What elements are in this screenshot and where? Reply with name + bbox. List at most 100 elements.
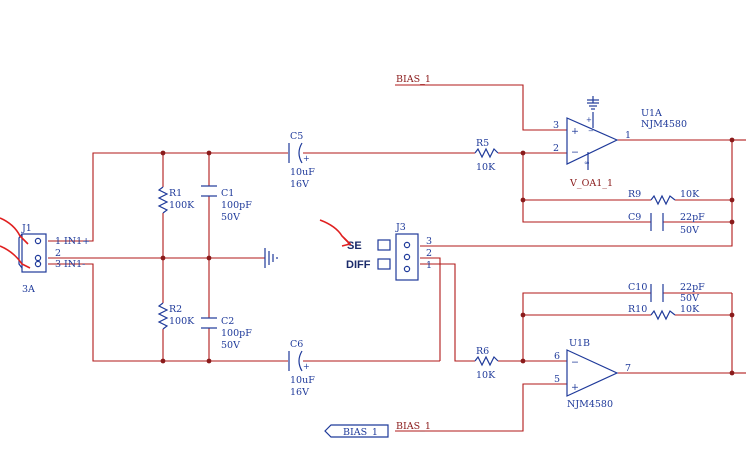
r10-ref-label: R10 xyxy=(628,304,647,315)
c2-value-label: 100pF xyxy=(221,328,252,339)
supply-minus-icon: − xyxy=(588,127,594,135)
capacitor-c2[interactable]: C2 100pF 50V xyxy=(201,316,252,351)
j3-pin2-number: 2 xyxy=(426,248,432,259)
junction-dot xyxy=(160,358,166,364)
c6-value-label: 10uF xyxy=(290,375,315,386)
c10-value-label: 22pF xyxy=(680,282,705,293)
infinity-icon: ∞ xyxy=(584,159,590,167)
resistor-r5[interactable]: R5 10K xyxy=(474,138,499,173)
plus-sign-icon: + xyxy=(571,382,579,393)
capacitor-c1[interactable]: C1 100pF 50V xyxy=(201,185,252,223)
connector-j3[interactable]: J3 3 2 1 SE DIFF xyxy=(346,222,432,281)
u1b-part-label: NJM4580 xyxy=(567,399,613,410)
u1a-part-label: NJM4580 xyxy=(641,119,687,130)
supply-plus-icon: + xyxy=(586,116,592,124)
port-bias-label: BIAS_1 xyxy=(343,427,378,438)
c5-value-label: 10uF xyxy=(290,167,315,178)
r10-value-label: 10K xyxy=(680,304,700,315)
net-label-bias-top: BIAS_1 xyxy=(396,74,431,85)
r5-ref-label: R5 xyxy=(476,138,489,149)
r1-value-label: 100K xyxy=(169,200,195,211)
pin-circle xyxy=(34,254,42,262)
j1-pin2-number: 2 xyxy=(55,248,61,259)
ground-icon xyxy=(264,248,278,268)
capacitor-c5[interactable]: C5 + 10uF 16V xyxy=(288,131,315,190)
j3-pin3-number: 3 xyxy=(426,236,432,247)
junction-dot xyxy=(160,150,166,156)
u1b-pin7-number: 7 xyxy=(625,363,631,374)
u1b-pin5-number: 5 xyxy=(554,374,560,385)
net-label-bias-bottom: BIAS_1 xyxy=(396,421,431,432)
r2-value-label: 100K xyxy=(169,316,195,327)
resistor-r10[interactable]: R10 10K xyxy=(628,304,700,321)
r9-ref-label: R9 xyxy=(628,189,641,200)
resistor-r1[interactable]: R1 100K xyxy=(157,186,195,214)
arrow-icon xyxy=(319,219,351,245)
opamp-u1a[interactable]: + − 3 2 1 U1A NJM4580 + − ∞ V_OA1_1 xyxy=(553,96,687,189)
connector-j1[interactable]: J1 3A 1 2 3 IN1+ IN1- xyxy=(18,223,90,295)
net-in1-minus: IN1- xyxy=(64,259,85,270)
resistor-r6[interactable]: R6 10K xyxy=(474,346,499,381)
r1-ref-label: R1 xyxy=(169,188,182,199)
junction-dot xyxy=(520,150,526,156)
opamp-u1b[interactable]: − + 6 5 7 U1B NJM4580 xyxy=(554,338,631,410)
c2-voltage-label: 50V xyxy=(221,340,240,351)
u1b-ref-label: U1B xyxy=(569,338,590,349)
pin-circle xyxy=(34,260,42,268)
arrow-icon xyxy=(0,245,31,269)
c2-ref-label: C2 xyxy=(221,316,234,327)
c1-value-label: 100pF xyxy=(221,200,252,211)
minus-sign-icon: − xyxy=(571,147,579,158)
port-bias[interactable]: BIAS_1 xyxy=(324,424,389,438)
j1-pin1-number: 1 xyxy=(55,236,61,247)
c10-voltage-label: 50V xyxy=(680,293,699,304)
polarity-plus-icon: + xyxy=(303,362,310,371)
label-diff: DIFF xyxy=(346,259,371,271)
c5-voltage-label: 16V xyxy=(290,179,309,190)
c6-ref-label: C6 xyxy=(290,339,303,350)
arrowhead-icon xyxy=(341,237,352,247)
c6-voltage-label: 16V xyxy=(290,387,309,398)
pin-circle xyxy=(403,241,411,249)
junction-dot xyxy=(729,137,735,143)
r6-ref-label: R6 xyxy=(476,346,489,357)
junction-dot xyxy=(729,370,735,376)
u1a-pin2-number: 2 xyxy=(553,143,559,154)
junction-dot xyxy=(520,358,526,364)
j1-ref-label: J1 xyxy=(21,223,32,234)
wires xyxy=(48,84,746,432)
junction-dot xyxy=(729,219,735,225)
u1b-pin6-number: 6 xyxy=(554,351,560,362)
resistor-r2[interactable]: R2 100K xyxy=(157,302,195,330)
junction-dot xyxy=(206,150,212,156)
r6-value-label: 10K xyxy=(476,370,496,381)
u1a-ref-label: U1A xyxy=(641,108,662,119)
arrow-icon xyxy=(0,217,29,245)
minus-sign-icon: − xyxy=(571,357,579,368)
capacitor-c6[interactable]: C6 + 10uF 16V xyxy=(288,339,315,398)
label-se: SE xyxy=(347,240,362,252)
capacitor-c9[interactable]: C9 22pF 50V xyxy=(628,212,705,236)
c9-voltage-label: 50V xyxy=(680,225,699,236)
junction-dot xyxy=(729,197,735,203)
j3-ref-label: J3 xyxy=(395,222,406,233)
resistor-r9[interactable]: R9 10K xyxy=(628,189,700,206)
capacitor-c10[interactable]: C10 22pF 50V xyxy=(628,282,705,304)
r9-value-label: 10K xyxy=(680,189,700,200)
pin-circle xyxy=(403,265,411,273)
annotation-arrows xyxy=(0,217,352,269)
jumper-bracket xyxy=(377,258,391,270)
plus-sign-icon: + xyxy=(571,126,579,137)
u1a-pin1-number: 1 xyxy=(625,130,631,141)
c1-ref-label: C1 xyxy=(221,188,234,199)
junction-dot xyxy=(206,255,212,261)
pin-circle xyxy=(403,253,411,261)
junction-dot xyxy=(729,312,735,318)
pin-circle xyxy=(34,237,42,245)
junction-dot xyxy=(520,312,526,318)
c9-ref-label: C9 xyxy=(628,212,641,223)
polarity-plus-icon: + xyxy=(303,154,310,163)
junction-dot xyxy=(160,255,166,261)
